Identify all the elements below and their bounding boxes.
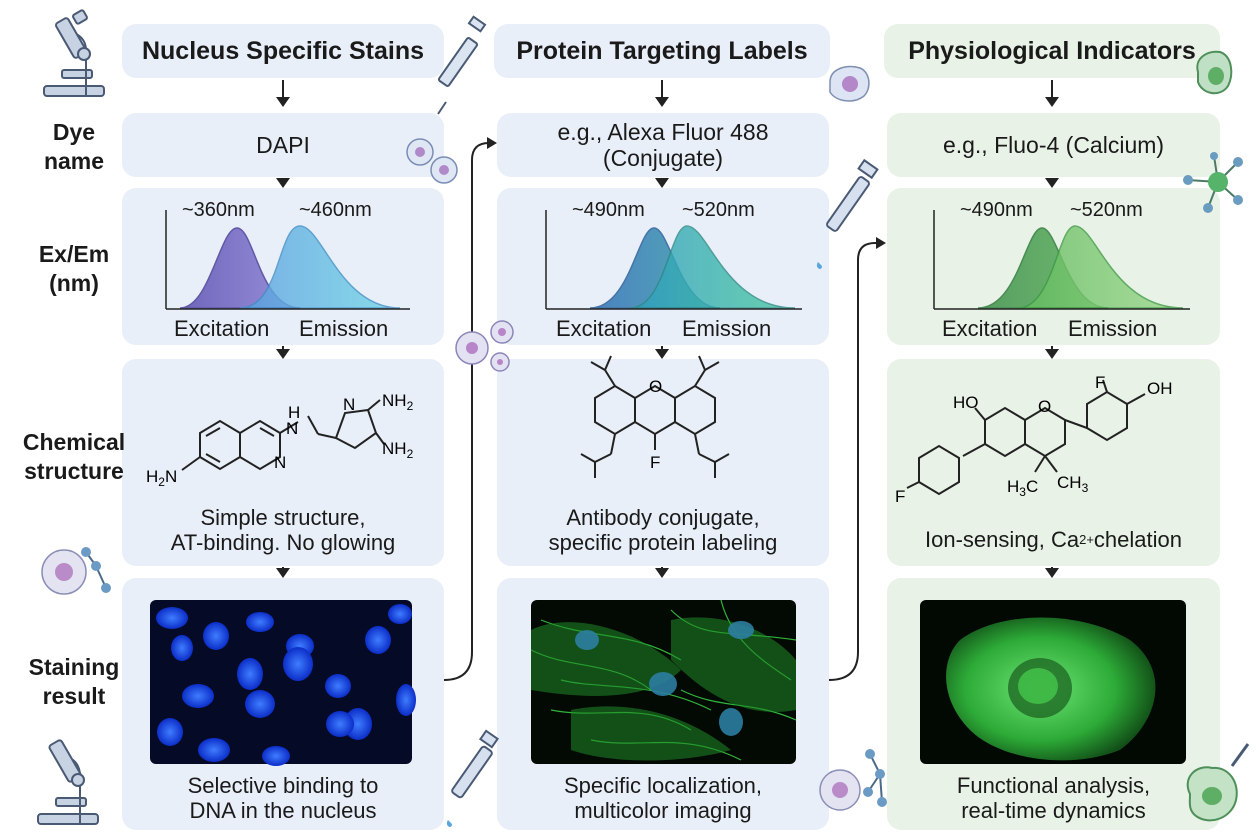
atom-label: F <box>895 487 905 506</box>
emission-label: Emission <box>682 316 772 341</box>
atom-label: NH2 <box>382 391 414 413</box>
header-text: Protein Targeting Labels <box>516 36 808 65</box>
flow-arrow <box>276 80 290 107</box>
chem-panel-dapi <box>122 359 444 566</box>
syringe-icon <box>437 15 487 115</box>
chemical-structure-dapi: H N NH2 NH2 N H2N N <box>146 391 414 489</box>
flow-arrow <box>655 80 669 107</box>
emission-label: Emission <box>299 316 389 341</box>
dye-name-text: DAPI <box>256 131 310 158</box>
atom-label: F <box>1095 373 1105 392</box>
flow-arrow <box>655 567 669 578</box>
flow-arrow <box>655 346 669 359</box>
spectrum-chart-dapi <box>165 210 410 310</box>
emission-label: Emission <box>1068 316 1158 341</box>
emission-curve <box>239 225 401 309</box>
atom-label: O <box>649 377 662 396</box>
molecule-icon <box>1183 152 1243 213</box>
chem-desc-text: chelation <box>1093 526 1182 552</box>
dye-name-text: e.g., Fluo-4 (Calcium) <box>942 131 1165 158</box>
chem-description-dapi: Simple structure, AT-binding. No glowing <box>170 505 396 555</box>
row-label-stain: Staining result <box>28 654 120 709</box>
cell-icon <box>1196 50 1233 95</box>
dropper-icon <box>446 729 499 827</box>
arrow-head <box>487 137 497 149</box>
chem-description-alexa: Antibody conjugate, specific protein lab… <box>548 505 778 555</box>
atom-label: H3C <box>1007 477 1038 499</box>
atom-label: HO <box>953 393 979 412</box>
result-description-alexa: Specific localization, multicolor imagin… <box>563 773 763 823</box>
spectrum-chart-fluo4 <box>933 210 1190 310</box>
excitation-label: Excitation <box>556 316 652 341</box>
header-protein-labels: Protein Targeting Labels <box>494 24 830 78</box>
excitation-label: Excitation <box>942 316 1038 341</box>
atom-label: N <box>343 395 355 414</box>
flow-arrow <box>276 346 290 359</box>
header-text: Physiological Indicators <box>908 36 1196 65</box>
flow-arrow <box>1045 80 1059 107</box>
atom-label: F <box>650 453 660 472</box>
connector-arrow <box>443 142 494 681</box>
chem-panel-fluo4 <box>887 359 1220 566</box>
emission-curve <box>1017 225 1184 309</box>
atom-label: NH2 <box>382 439 414 461</box>
atom-label: H2N <box>146 467 177 489</box>
row-label-exem: Ex/Em (nm) <box>38 241 110 296</box>
emission-curve <box>629 225 796 309</box>
row-label-chem: Chemical structure <box>22 429 126 484</box>
chem-desc-text: Ion-sensing, Ca <box>925 526 1080 552</box>
flow-arrow <box>1045 346 1059 359</box>
result-description-fluo4: Functional analysis, real-time dynamics <box>956 773 1151 823</box>
header-text: Nucleus Specific Stains <box>141 36 425 65</box>
row-label-dye: Dye name <box>43 119 105 174</box>
cell-icon <box>455 320 514 372</box>
chemical-structure-alexa: O F <box>580 355 730 478</box>
chem-desc-superscript: 2+ <box>1079 531 1094 547</box>
em-peak-label: ~520nm <box>682 199 755 221</box>
ex-peak-label: ~490nm <box>960 199 1033 221</box>
flow-arrow <box>1045 178 1059 188</box>
atom-label: N <box>274 453 286 472</box>
cell-icon <box>829 65 870 102</box>
excitation-label: Excitation <box>174 316 270 341</box>
ex-peak-label: ~360nm <box>182 199 255 221</box>
atom-label: H <box>288 403 300 422</box>
dropper-icon <box>816 158 879 269</box>
result-description-dapi: Selective binding to DNA in the nucleus <box>187 773 379 823</box>
header-nucleus-stains: Nucleus Specific Stains <box>122 24 444 78</box>
dye-name-fluo4: e.g., Fluo-4 (Calcium) <box>887 113 1220 177</box>
molecule-icon <box>819 749 887 811</box>
dye-name-dapi: DAPI <box>122 113 444 177</box>
header-physiological-indicators: Physiological Indicators <box>884 24 1220 78</box>
connector-arrow <box>828 242 880 681</box>
flow-arrow <box>1045 567 1059 578</box>
cell-icon <box>1186 743 1250 822</box>
flow-arrow <box>276 567 290 578</box>
spectrum-chart-alexa <box>545 210 802 310</box>
microscope-icon <box>37 739 99 825</box>
chem-panel-alexa <box>497 359 829 566</box>
fluo4-micrograph <box>920 600 1186 764</box>
dapi-micrograph <box>150 600 416 766</box>
microscope-icon <box>43 9 105 97</box>
atom-label: OH <box>1147 379 1173 398</box>
dye-name-alexa: e.g., Alexa Fluor 488 (Conjugate) <box>497 113 829 177</box>
atom-label: O <box>1038 397 1051 416</box>
ex-peak-label: ~490nm <box>572 199 645 221</box>
alexa-micrograph <box>530 599 797 764</box>
chemical-structure-fluo4: F OH HO O F H3C CH3 <box>895 373 1173 506</box>
dye-name-text: e.g., Alexa Fluor 488 (Conjugate) <box>557 118 769 171</box>
cell-icon <box>406 138 458 184</box>
em-peak-label: ~520nm <box>1070 199 1143 221</box>
atom-label: CH3 <box>1057 473 1089 495</box>
em-peak-label: ~460nm <box>299 199 372 221</box>
flow-arrow <box>276 178 290 188</box>
flow-arrow <box>655 178 669 188</box>
atom-label: N <box>286 419 298 438</box>
cell-icon <box>41 547 111 595</box>
